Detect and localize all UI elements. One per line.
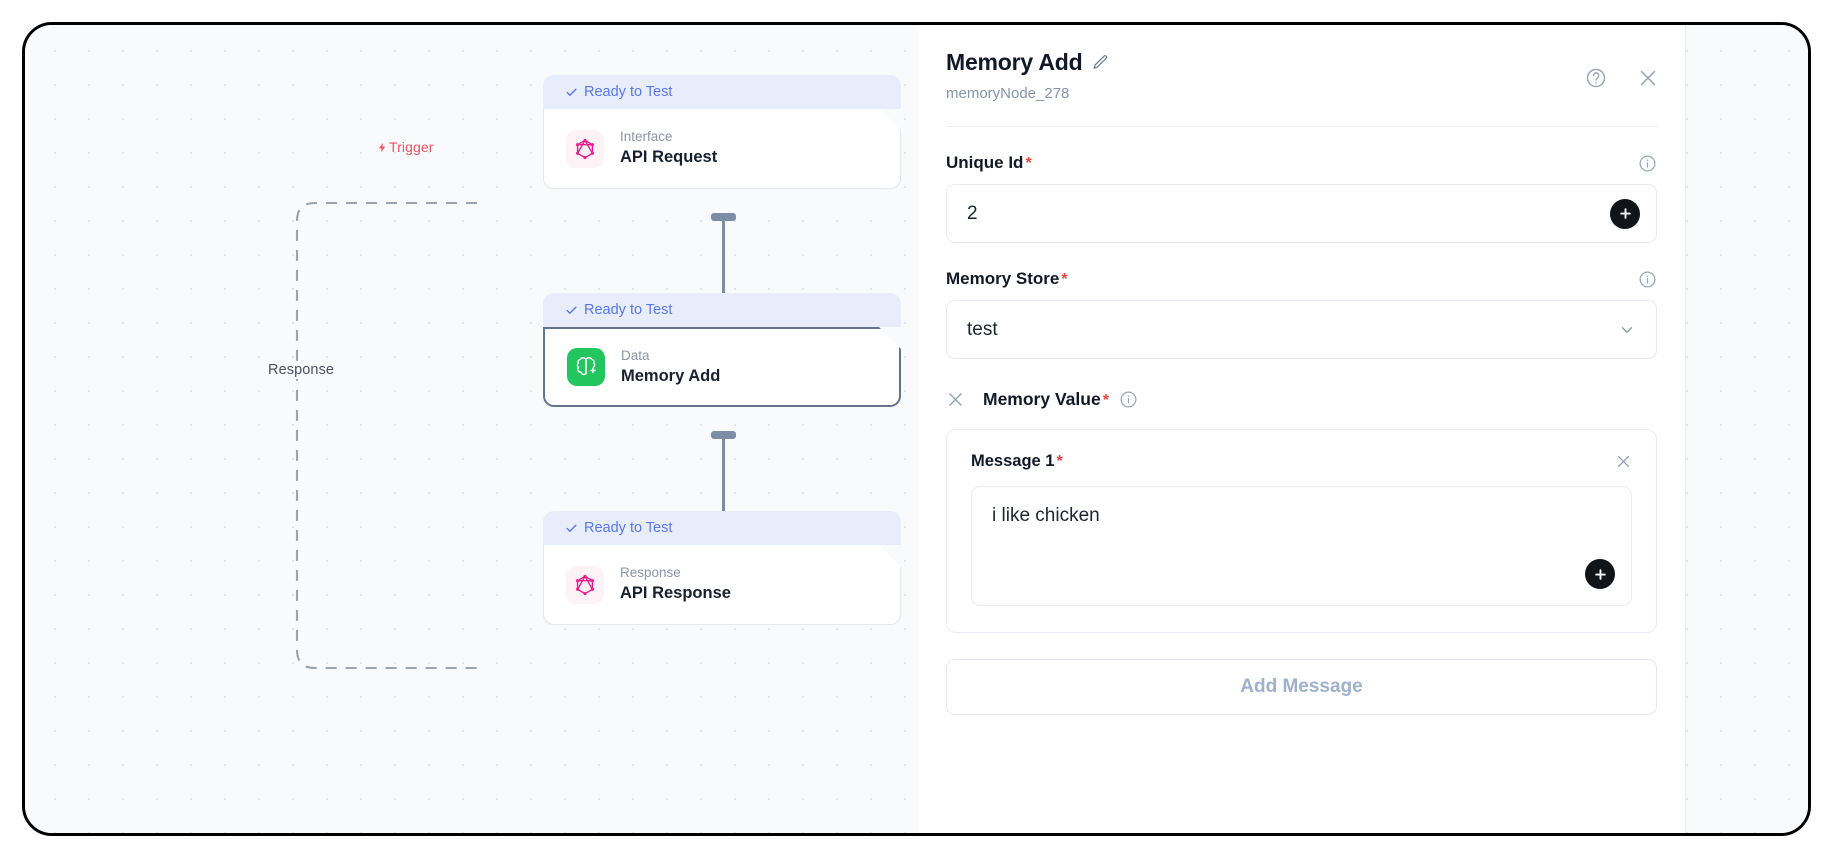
message-header: Message 1* xyxy=(971,452,1632,471)
node-connector-2 xyxy=(722,436,725,516)
node-text: Response API Response xyxy=(620,565,731,604)
node-handle-top-2[interactable] xyxy=(711,213,736,221)
node-status-badge: Ready to Test xyxy=(543,293,901,327)
node-text: Interface API Request xyxy=(620,129,717,168)
unique-id-value: 2 xyxy=(967,202,978,224)
check-icon xyxy=(565,86,578,99)
required-marker: * xyxy=(1056,453,1063,470)
panel-divider xyxy=(946,126,1657,127)
message-label: Message 1 xyxy=(971,452,1055,470)
add-message-button[interactable]: Add Message xyxy=(946,659,1657,715)
node-category: Interface xyxy=(620,129,673,145)
field-label: Unique Id xyxy=(946,153,1024,172)
pencil-icon[interactable] xyxy=(1092,54,1109,71)
node-text: Data Memory Add xyxy=(621,348,720,387)
field-unique-id: Unique Id* 2 xyxy=(946,153,1657,243)
check-icon xyxy=(565,522,578,535)
message-add-variable-button[interactable] xyxy=(1585,559,1615,589)
node-properties-panel: Memory Add memoryNode_278 xyxy=(918,25,1686,833)
close-icon[interactable] xyxy=(1637,67,1659,89)
field-label: Memory Store xyxy=(946,269,1060,288)
node-connector-1 xyxy=(722,218,725,298)
panel-header: Memory Add memoryNode_278 xyxy=(918,25,1685,102)
node-status-label: Ready to Test xyxy=(584,520,673,536)
memory-value-remove-icon[interactable] xyxy=(946,390,965,409)
graphql-icon xyxy=(566,130,604,168)
node-status-label: Ready to Test xyxy=(584,302,673,318)
panel-title-row: Memory Add xyxy=(946,49,1657,76)
memory-value-header: Memory Value* xyxy=(946,389,1657,410)
edge-label-response: Response xyxy=(263,361,340,379)
field-label-group: Memory Store* xyxy=(946,269,1068,289)
lightning-bolt-icon xyxy=(377,141,388,154)
app-frame: Trigger Response Ready to Test xyxy=(22,22,1811,836)
info-icon[interactable] xyxy=(1638,154,1657,173)
field-label-row: Unique Id* xyxy=(946,153,1657,173)
memory-store-value: test xyxy=(967,318,998,340)
field-label-group: Unique Id* xyxy=(946,153,1032,173)
workflow-node-api-response[interactable]: Ready to Test Response xyxy=(543,511,901,625)
field-label-row: Memory Store* xyxy=(946,269,1657,289)
memory-value-label-group: Memory Value* xyxy=(983,389,1109,410)
node-status-badge: Ready to Test xyxy=(543,75,901,109)
check-icon xyxy=(565,304,578,317)
page-title: Memory Add xyxy=(946,49,1083,75)
message-label-group: Message 1* xyxy=(971,452,1063,471)
node-id-label: memoryNode_278 xyxy=(946,85,1070,102)
trigger-response-edge-path xyxy=(295,201,477,670)
node-category: Data xyxy=(621,347,650,363)
info-icon[interactable] xyxy=(1119,390,1138,409)
node-title: API Request xyxy=(620,148,718,167)
info-icon[interactable] xyxy=(1638,270,1657,289)
node-card-body[interactable]: Response API Response xyxy=(543,545,901,625)
node-card-body[interactable]: Interface API Request xyxy=(543,109,901,189)
unique-id-add-button[interactable] xyxy=(1610,198,1640,229)
memory-store-select[interactable]: test xyxy=(946,300,1657,359)
panel-body: Unique Id* 2 Memory Store* xyxy=(918,127,1685,801)
required-marker: * xyxy=(1061,271,1068,288)
edge-label-trigger-text: Trigger xyxy=(389,139,434,155)
required-marker: * xyxy=(1102,392,1109,409)
message-textarea[interactable]: i like chicken xyxy=(971,486,1632,606)
field-memory-store: Memory Store* test xyxy=(946,269,1657,359)
node-handle-top-3[interactable] xyxy=(711,431,736,439)
unique-id-input[interactable]: 2 xyxy=(946,184,1657,243)
chevron-down-icon xyxy=(1618,321,1636,339)
message-value: i like chicken xyxy=(992,505,1100,526)
node-card-body[interactable]: Data Memory Add xyxy=(543,327,901,407)
node-status-label: Ready to Test xyxy=(584,84,673,100)
node-category: Response xyxy=(620,565,681,581)
graphql-icon xyxy=(566,566,604,604)
help-circle-icon[interactable] xyxy=(1585,67,1607,89)
node-title: Memory Add xyxy=(621,366,721,385)
workflow-node-memory-add[interactable]: Ready to Test Data Memory Add xyxy=(543,293,901,407)
message-card: Message 1* i like chicken xyxy=(946,429,1657,633)
message-remove-icon[interactable] xyxy=(1615,453,1632,470)
panel-header-actions xyxy=(1585,67,1659,89)
brain-plus-icon xyxy=(567,348,605,386)
required-marker: * xyxy=(1025,155,1032,172)
edge-label-trigger: Trigger xyxy=(377,139,434,155)
node-title: API Response xyxy=(620,584,731,603)
workflow-node-api-request[interactable]: Ready to Test Interface xyxy=(543,75,901,189)
memory-value-label: Memory Value xyxy=(983,389,1101,409)
node-status-badge: Ready to Test xyxy=(543,511,901,545)
